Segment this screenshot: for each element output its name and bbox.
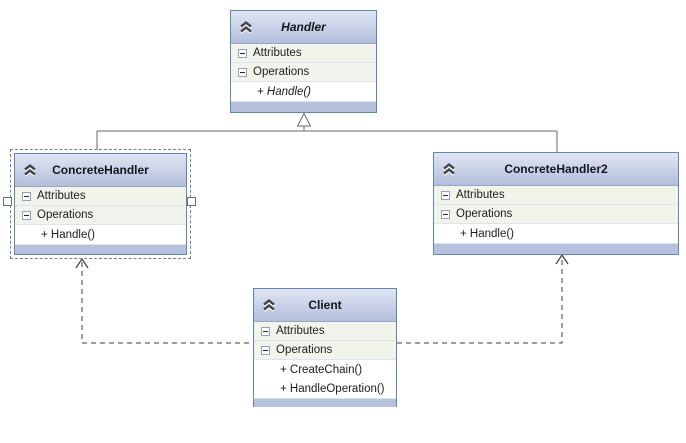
attributes-section-row[interactable]: Attributes: [434, 186, 678, 205]
class-footer-strip: [231, 101, 376, 112]
class-box-concretehandler2[interactable]: ConcreteHandler2 Attributes Operations +…: [433, 152, 679, 255]
section-label: Operations: [276, 344, 333, 356]
class-header[interactable]: ConcreteHandler2: [434, 153, 678, 186]
collapse-minus-icon[interactable]: [441, 209, 450, 219]
class-footer-strip: [15, 244, 186, 254]
class-title: ConcreteHandler: [52, 163, 149, 177]
collapse-minus-icon[interactable]: [261, 345, 270, 355]
operation-label: + Handle(): [460, 227, 515, 240]
operations-section-row[interactable]: Operations: [15, 206, 186, 225]
collapse-minus-icon[interactable]: [238, 48, 247, 58]
collapse-minus-icon[interactable]: [22, 210, 31, 220]
section-label: Attributes: [253, 47, 302, 59]
collapse-minus-icon[interactable]: [441, 190, 450, 200]
collapse-chevron-icon[interactable]: [261, 298, 277, 312]
collapse-chevron-icon[interactable]: [238, 20, 254, 34]
dashed-association-left[interactable]: [75, 257, 252, 344]
section-label: Operations: [37, 209, 94, 221]
open-arrowhead-icon: [75, 257, 89, 269]
class-title: Handler: [281, 20, 326, 34]
operation-row[interactable]: + Handle(): [231, 82, 376, 101]
class-title: ConcreteHandler2: [504, 162, 608, 176]
operation-label: + HandleOperation(): [280, 382, 385, 395]
class-box-concretehandler[interactable]: ConcreteHandler Attributes Operations + …: [14, 153, 187, 255]
operations-section-row[interactable]: Operations: [434, 205, 678, 224]
dashed-association-right[interactable]: [397, 253, 569, 344]
operation-label: + Handle(): [257, 85, 312, 98]
class-footer-strip: [254, 398, 396, 407]
operations-section-row[interactable]: Operations: [231, 63, 376, 82]
section-label: Attributes: [456, 189, 505, 201]
collapse-chevron-icon[interactable]: [441, 162, 457, 176]
collapse-minus-icon[interactable]: [261, 326, 270, 336]
attributes-section-row[interactable]: Attributes: [231, 44, 376, 63]
class-header[interactable]: ConcreteHandler: [15, 154, 186, 187]
class-box-client[interactable]: Client Attributes Operations + CreateCha…: [253, 288, 397, 407]
inheritance-triangle-icon: [296, 112, 312, 127]
operation-row[interactable]: + CreateChain(): [254, 360, 396, 379]
collapse-minus-icon[interactable]: [238, 67, 247, 77]
class-box-handler[interactable]: Handler Attributes Operations + Handle(): [230, 10, 377, 113]
section-label: Operations: [456, 208, 513, 220]
operation-label: + Handle(): [41, 228, 96, 241]
operations-section-row[interactable]: Operations: [254, 341, 396, 360]
attributes-section-row[interactable]: Attributes: [15, 187, 186, 206]
operation-row[interactable]: + Handle(): [434, 224, 678, 243]
class-title: Client: [308, 298, 342, 312]
collapse-chevron-icon[interactable]: [22, 163, 38, 177]
operation-row[interactable]: + HandleOperation(): [254, 379, 396, 398]
collapse-minus-icon[interactable]: [22, 191, 31, 201]
selection-handle-left[interactable]: [3, 197, 12, 206]
operation-label: + CreateChain(): [280, 363, 363, 376]
section-label: Attributes: [276, 325, 325, 337]
inheritance-connector[interactable]: [96, 112, 558, 153]
operation-row[interactable]: + Handle(): [15, 225, 186, 244]
class-header[interactable]: Client: [254, 289, 396, 322]
open-arrowhead-icon: [555, 253, 569, 265]
section-label: Attributes: [37, 190, 86, 202]
attributes-section-row[interactable]: Attributes: [254, 322, 396, 341]
class-footer-strip: [434, 243, 678, 254]
selection-handle-right[interactable]: [187, 197, 196, 206]
section-label: Operations: [253, 66, 310, 78]
class-header[interactable]: Handler: [231, 11, 376, 44]
